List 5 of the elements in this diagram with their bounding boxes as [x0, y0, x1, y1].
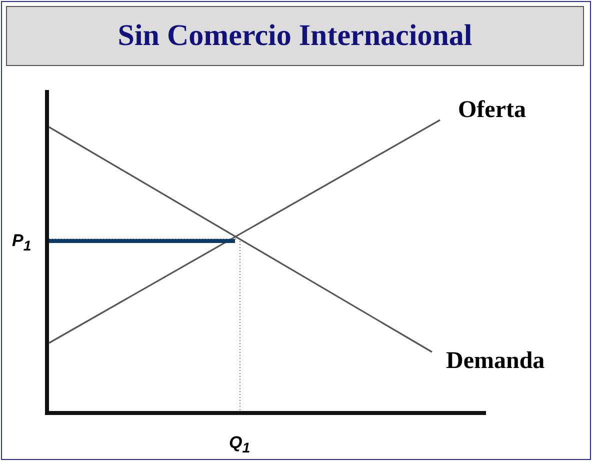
title: Sin Comercio Internacional [6, 6, 584, 66]
axis-label: Q$_{1}$ [229, 433, 250, 456]
curve-label: Demanda [446, 348, 545, 375]
axis-label: P$_{1}$ [12, 231, 32, 254]
curve-label: Oferta [458, 97, 526, 124]
